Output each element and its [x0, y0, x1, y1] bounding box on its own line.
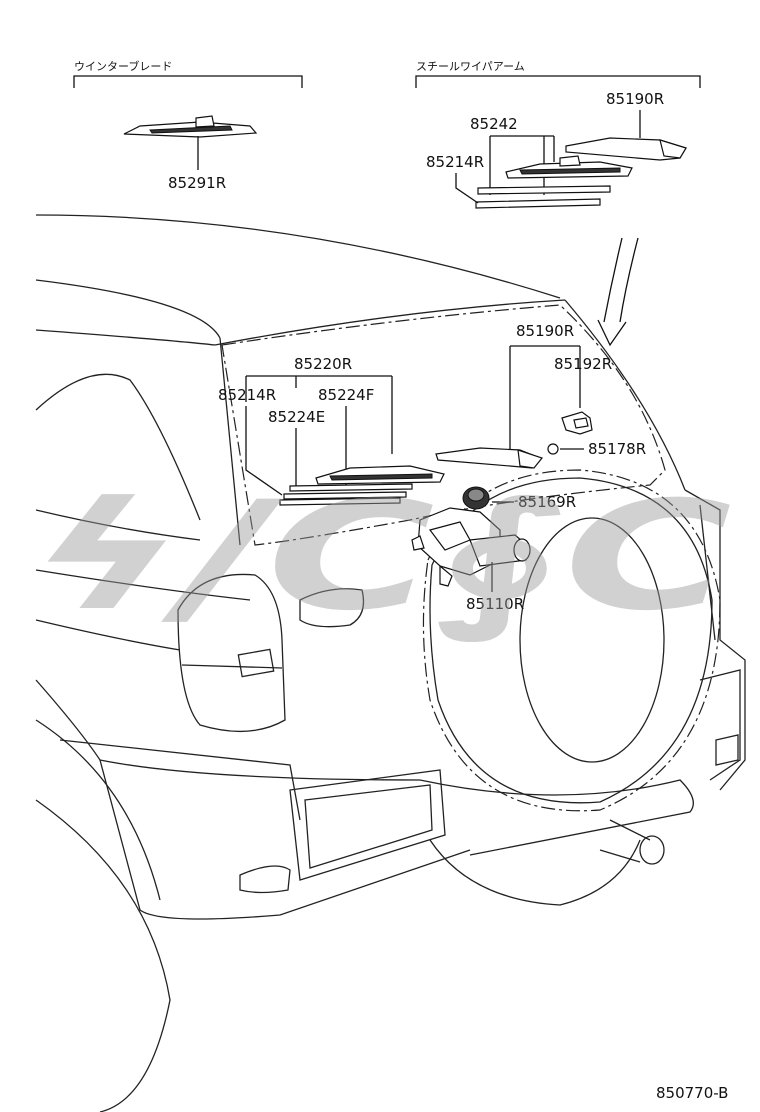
section-bracket-steel — [415, 75, 701, 88]
leader-85220R — [245, 375, 393, 454]
wiper-blade-assembly — [279, 465, 445, 506]
spare-tire — [422, 469, 721, 812]
part-label-85224F: 85224F — [318, 386, 374, 404]
wiper-motor-part — [411, 507, 531, 587]
part-label-85220R: 85220R — [294, 355, 352, 373]
steel-blade-top-part — [475, 155, 633, 209]
part-label-85192R: 85192R — [554, 355, 612, 373]
part-label-85291R: 85291R — [168, 174, 226, 192]
vehicle-rear-outline — [35, 214, 746, 1112]
rear-glass-outline — [221, 304, 666, 546]
part-label-85224E: 85224E — [268, 408, 325, 426]
part-label-85169R: 85169R — [518, 493, 576, 511]
figure-code: 850770-B — [656, 1084, 728, 1102]
part-label-85178R: 85178R — [588, 440, 646, 458]
leader-85190R — [509, 345, 581, 452]
section-label-winter-blade: ウインターブレード — [74, 59, 172, 73]
part-label-85214R: 85214R — [218, 386, 276, 404]
leader-85242 — [489, 135, 555, 195]
grommet-part — [462, 486, 490, 510]
nut-part — [547, 443, 559, 455]
leader-85214R — [245, 406, 283, 496]
section-bracket-winter — [73, 75, 303, 88]
part-label-85214R-top: 85214R — [426, 153, 484, 171]
part-label-85242: 85242 — [470, 115, 518, 133]
wiper-arm-top-part — [565, 137, 687, 161]
leader-85214R-top — [455, 173, 479, 204]
part-label-85190R-top: 85190R — [606, 90, 664, 108]
winter-blade-part — [123, 115, 258, 138]
watermark: ϟ/C∮C — [32, 470, 732, 644]
section-label-steel-wiper-arm: スチールワイパアーム — [416, 60, 525, 73]
part-label-85190R: 85190R — [516, 322, 574, 340]
wiper-arm-main — [435, 447, 544, 469]
arm-cap-part — [561, 411, 593, 435]
pointer-arrow — [597, 237, 639, 347]
part-label-85110R: 85110R — [466, 595, 524, 613]
